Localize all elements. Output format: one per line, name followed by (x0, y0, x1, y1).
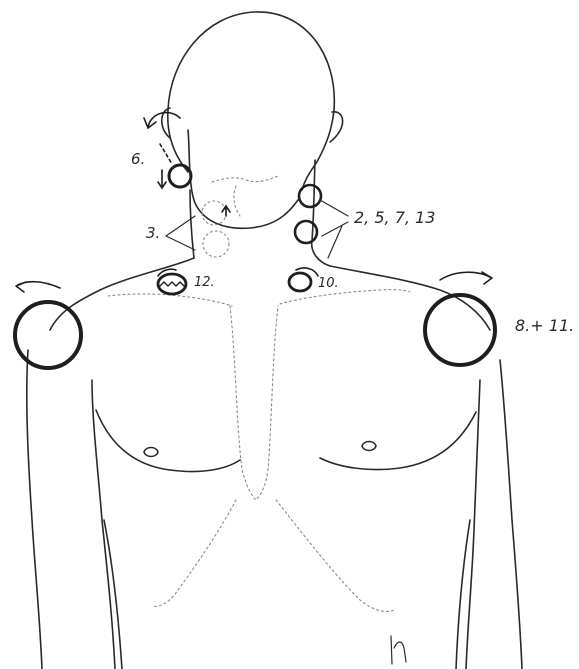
right-shoulder-line (330, 266, 490, 330)
torso-right-side (456, 520, 470, 669)
left-clavicle-dotted (108, 294, 232, 306)
marker-6-circle (169, 165, 191, 187)
ribcage-left-dotted (152, 500, 236, 606)
marker-8-right-arrow (440, 272, 492, 284)
label-2-pointer-upper (320, 200, 348, 216)
marker-8-left-shoulder-circle (15, 302, 81, 368)
neck-right-side (312, 160, 330, 266)
label-12: 12. (194, 276, 215, 289)
left-arm-inner (92, 380, 115, 669)
label-3-pointer-lower (166, 236, 195, 250)
left-nipple (144, 448, 158, 457)
left-pec (96, 410, 240, 472)
marker-10-ellipse (289, 273, 311, 291)
marker-2-upper-circle (299, 185, 321, 207)
sternum-dotted (230, 306, 278, 500)
right-arm-inner (466, 380, 480, 669)
right-ear (330, 112, 343, 142)
thyroid-dotted-lower (203, 231, 229, 257)
right-nipple (362, 442, 376, 451)
marker-6-rotation-arrow (148, 113, 180, 128)
marker-6-down-arrow (158, 170, 166, 188)
label-3: 3. (146, 226, 160, 241)
larynx-dotted (234, 186, 240, 216)
right-arm-outer (500, 360, 522, 669)
head-outline (168, 12, 335, 190)
marker-2-lower-circle (295, 221, 317, 243)
ribcage-right-dotted (276, 500, 394, 612)
right-pec (320, 412, 476, 470)
label-2-pointer-down (328, 226, 342, 258)
marker-6-dash (160, 144, 172, 164)
label-10: 10. (318, 277, 339, 290)
hyoid-dotted (212, 176, 278, 182)
marker-8-left-arrow (16, 282, 60, 292)
label-2-5-7-13: 2, 5, 7, 13 (354, 210, 435, 226)
marker-12-zigzag (160, 282, 184, 286)
label-6: 6. (131, 152, 145, 167)
marker-8-right-shoulder-circle (425, 295, 495, 365)
left-arm-outer (27, 350, 42, 669)
label-8-11: 8.+ 11. (515, 318, 574, 334)
marker-3-arrow (222, 206, 230, 216)
signature-mark (391, 636, 406, 664)
label-2-pointer-lower (322, 222, 348, 236)
